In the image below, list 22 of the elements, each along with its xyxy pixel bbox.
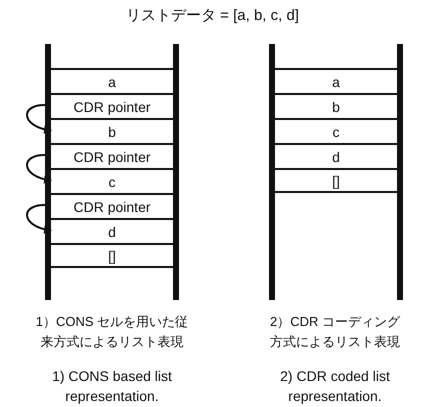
cell-text: CDR pointer (71, 98, 153, 114)
cell-text: b (106, 124, 118, 140)
cell-text: [] (106, 248, 118, 264)
pointer-arrow (26, 204, 52, 234)
caption: 2) CDR coded list representation. (279, 367, 391, 406)
caption: 1) CONS based list representation. (51, 367, 173, 406)
caption: 1）CONS セルを用いた従来方式によるリスト表現 (34, 313, 190, 351)
pointer-arrow (26, 154, 52, 184)
title: リストデータ = [a, b, c, d] (125, 6, 300, 25)
cell-text: d (106, 224, 118, 240)
memory-cell (275, 168, 397, 193)
memory-cell (51, 243, 173, 268)
pointer-arrow (26, 104, 52, 134)
memory-cell (51, 193, 173, 218)
caption: 2）CDR コーディング方式によるリスト表現 (268, 313, 402, 351)
cell-text: CDR pointer (71, 198, 153, 214)
memory-cell (51, 93, 173, 118)
cell-text: d (330, 148, 342, 164)
memory-cell (51, 143, 173, 168)
cell-text: CDR pointer (71, 148, 153, 164)
cell-text: [] (330, 172, 342, 188)
cell-text: b (330, 98, 342, 114)
